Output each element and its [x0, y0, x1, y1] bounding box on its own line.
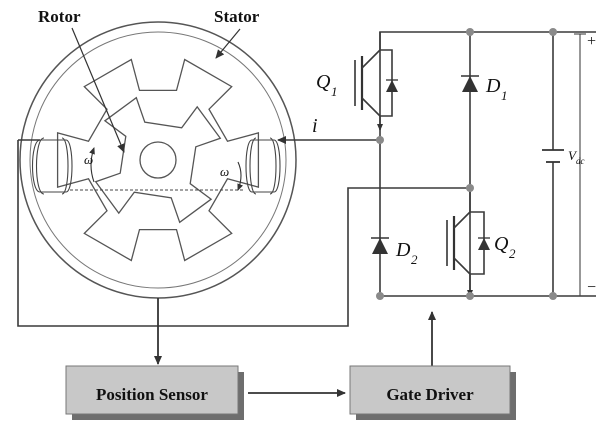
- omega-arrow-right: [237, 161, 244, 191]
- q2-subscript: 2: [509, 246, 516, 261]
- rotor-pointer: [71, 27, 125, 153]
- q1-subscript: 1: [331, 84, 338, 99]
- node: [549, 292, 557, 300]
- gate-driver-block: Gate Driver: [349, 365, 516, 420]
- rotor-shaft: [139, 141, 177, 179]
- switch-q1: Q 1: [316, 32, 398, 131]
- node: [376, 292, 384, 300]
- node: [466, 184, 474, 192]
- current-label: i: [312, 115, 318, 137]
- node: [549, 28, 557, 36]
- omega-arrow-left: [89, 147, 95, 183]
- vdc-minus-sign: −: [586, 279, 597, 296]
- d1-subscript: 1: [501, 88, 508, 103]
- position-sensor-block: Position Sensor: [65, 365, 244, 420]
- node: [376, 136, 384, 144]
- diode-d2: D 2: [371, 237, 418, 267]
- d2-label: D: [395, 239, 411, 261]
- node: [466, 28, 474, 36]
- circuit-nodes: [376, 28, 557, 300]
- vdc-subscript: dc: [576, 156, 585, 166]
- omega-label-right: ω: [220, 164, 229, 179]
- diode-d1: D 1: [461, 75, 508, 103]
- switch-q2: Q 2: [446, 188, 516, 297]
- wiring: [17, 31, 596, 327]
- rotor-label: Rotor: [38, 7, 81, 26]
- dc-link-capacitor: [542, 149, 564, 163]
- d1-label: D: [485, 75, 501, 97]
- gate-driver-label: Gate Driver: [386, 385, 474, 404]
- vdc-plus-sign: +: [586, 33, 597, 50]
- vdc-label: V: [568, 148, 578, 163]
- right-phase-coil: [245, 137, 281, 195]
- q1-label: Q: [316, 71, 331, 93]
- q2-label: Q: [494, 233, 509, 255]
- d2-subscript: 2: [411, 252, 418, 267]
- stator-pointer: [215, 28, 241, 59]
- position-sensor-label: Position Sensor: [96, 385, 208, 404]
- motor: ω ω: [19, 21, 297, 299]
- left-phase-coil: [32, 137, 73, 195]
- node: [466, 292, 474, 300]
- omega-label-left: ω: [84, 152, 93, 167]
- stator-label: Stator: [214, 7, 260, 26]
